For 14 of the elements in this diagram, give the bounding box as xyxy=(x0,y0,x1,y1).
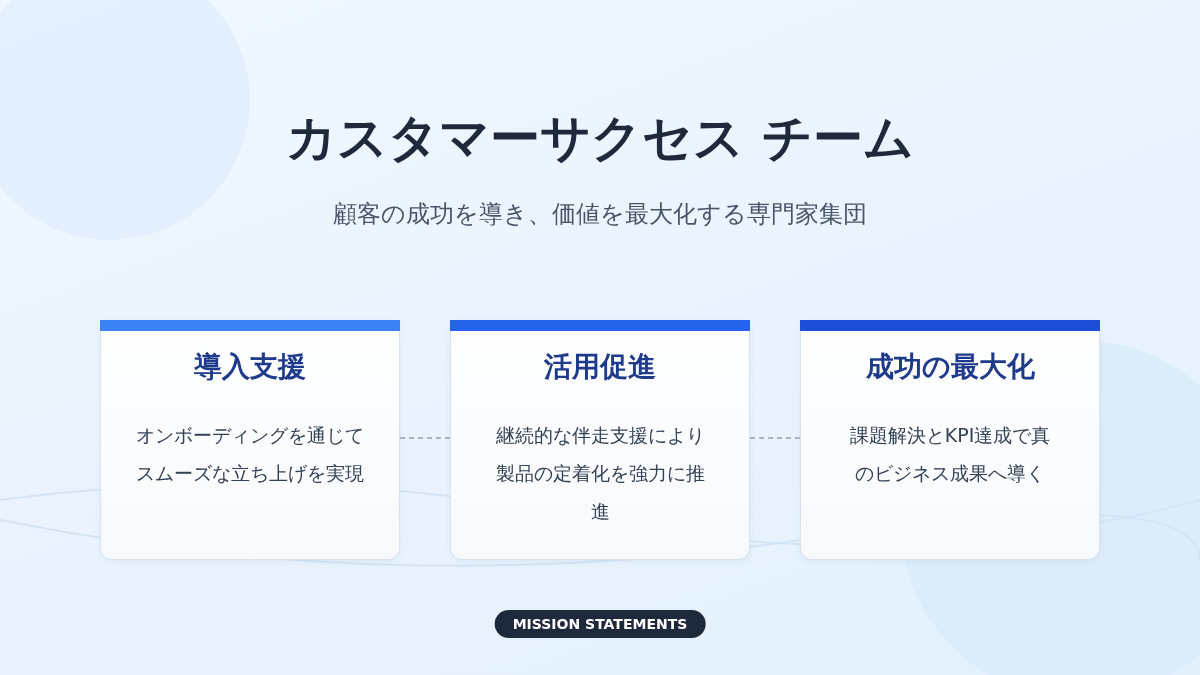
card-description: 課題解決とKPI達成で真のビジネス成果へ導く xyxy=(848,423,1052,486)
card-heading: 成功の最大化 xyxy=(865,349,1035,385)
dashed-connector xyxy=(749,437,801,439)
dashed-connector xyxy=(399,437,451,439)
mission-card xyxy=(800,320,1100,560)
title: カスタマーサクセス チーム xyxy=(286,108,914,169)
mission-card xyxy=(100,320,400,560)
card-heading: 活用促進 xyxy=(544,349,656,385)
subtitle: 顧客の成功を導き、価値を最大化する専門家集団 xyxy=(333,199,867,230)
mission-card xyxy=(450,320,750,560)
badge-label: MISSION STATEMENTS xyxy=(494,610,706,638)
card-description: 継続的な伴走支援により製品の定着化を強力に推進 xyxy=(494,423,706,524)
card-heading: 導入支援 xyxy=(194,349,306,385)
card-description: オンボーディングを通じてスムーズな立ち上げを実現 xyxy=(135,423,365,486)
